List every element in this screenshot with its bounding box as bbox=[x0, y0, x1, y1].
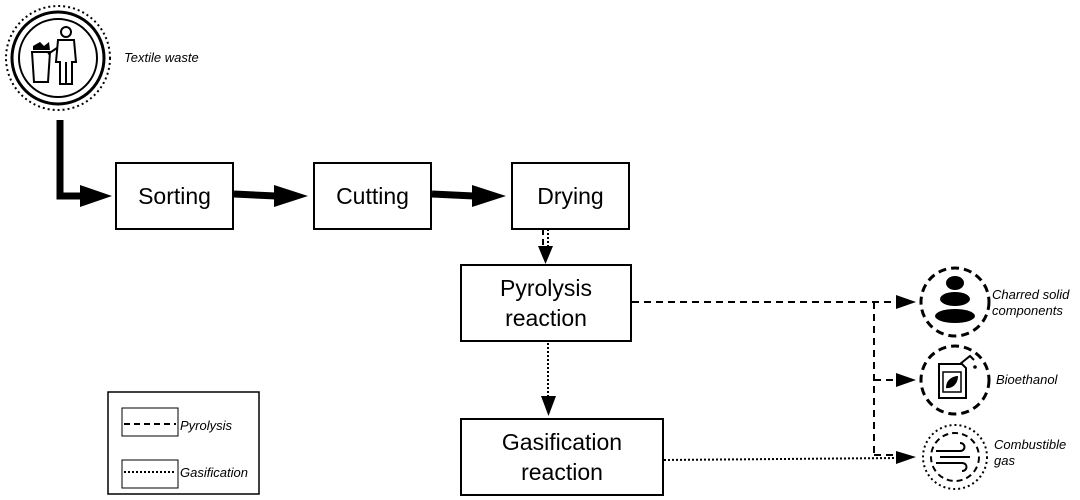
flow-textile-to-sorting bbox=[56, 120, 112, 207]
charred-solid-line1: Charred solid bbox=[992, 287, 1070, 302]
charred-solid-label: Charred solid components bbox=[992, 287, 1078, 319]
pyrolysis-label-line1: Pyrolysis bbox=[499, 275, 592, 301]
textile-waste-icon bbox=[5, 5, 111, 111]
charred-solid-line2: components bbox=[992, 303, 1063, 318]
textile-waste-label: Textile waste bbox=[124, 50, 199, 65]
legend-gasification-label: Gasification bbox=[180, 465, 248, 480]
combustible-gas-label: Combustible gas bbox=[994, 437, 1078, 469]
combustible-gas-line1: Combustible bbox=[994, 437, 1067, 452]
wind-icon bbox=[922, 424, 988, 490]
flow-sorting-to-cutting bbox=[233, 185, 308, 207]
drying-box: Drying bbox=[511, 162, 630, 230]
combustible-gas-line2: gas bbox=[994, 453, 1015, 468]
flow-cutting-to-drying bbox=[431, 185, 506, 207]
cutting-label: Cutting bbox=[336, 183, 409, 209]
flow-drying-to-pyrolysis bbox=[538, 229, 553, 264]
legend bbox=[107, 391, 260, 495]
flow-pyrolysis-to-gasification bbox=[541, 343, 556, 416]
gasification-box: Gasification reaction bbox=[460, 418, 664, 496]
sorting-box: Sorting bbox=[115, 162, 234, 230]
sorting-label: Sorting bbox=[138, 183, 211, 209]
pyrolysis-box: Pyrolysis reaction bbox=[460, 264, 632, 342]
flow-gasification-to-gas bbox=[663, 451, 916, 464]
bioethanol-label: Bioethanol bbox=[996, 372, 1058, 387]
fuel-canister-icon bbox=[919, 344, 991, 416]
pyrolysis-label-line2: reaction bbox=[505, 305, 587, 331]
flow-pyrolysis-outputs bbox=[632, 295, 916, 456]
stacked-stones-icon bbox=[919, 266, 991, 338]
drying-label: Drying bbox=[537, 183, 604, 209]
gasification-label-line2: reaction bbox=[521, 459, 603, 485]
legend-pyrolysis-label: Pyrolysis bbox=[180, 418, 233, 433]
gasification-label-line1: Gasification bbox=[501, 429, 623, 455]
cutting-box: Cutting bbox=[313, 162, 432, 230]
